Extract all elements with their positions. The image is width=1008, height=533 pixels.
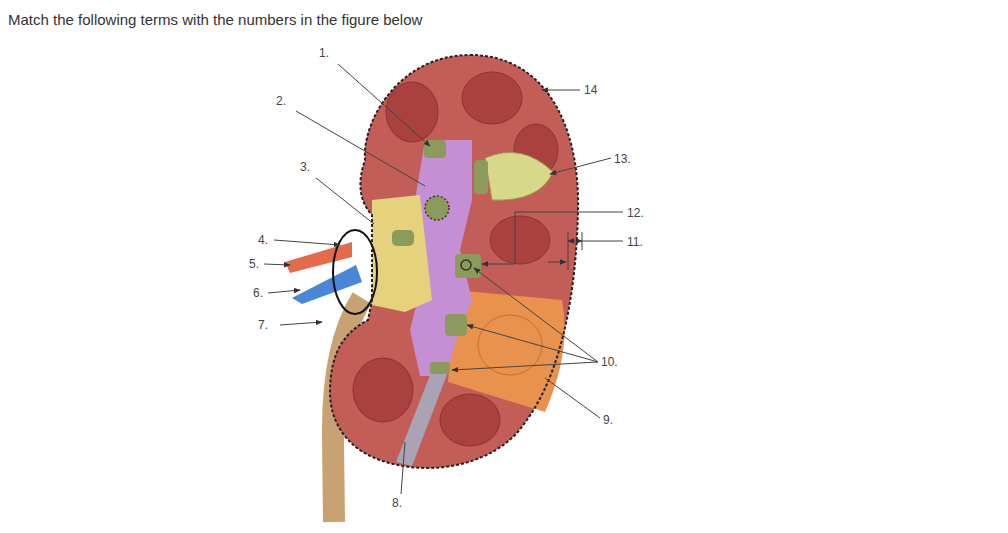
renal-capsule: [330, 55, 578, 468]
renal-sinus: [372, 195, 432, 312]
callout-number: 3.: [300, 160, 310, 174]
callout-number: 1.: [319, 46, 329, 60]
renal-pyramid: [485, 152, 553, 200]
hilum-outline: [333, 230, 377, 314]
callout-number: 13.: [614, 152, 631, 166]
leader-lines: [264, 64, 623, 494]
callout-number: 11.: [627, 235, 643, 249]
callout-number: 12.: [627, 206, 644, 220]
callout-number: 14: [584, 83, 597, 97]
callout-number: 10.: [601, 355, 618, 369]
callout-number: 8.: [392, 496, 402, 510]
renal-artery: [285, 242, 352, 273]
renal-cortex: [330, 55, 578, 468]
question-title: Match the following terms with the numbe…: [8, 11, 422, 28]
callout-number: 4.: [258, 233, 268, 247]
renal-vein: [292, 265, 362, 304]
callout-number: 5.: [249, 257, 259, 271]
vessel-section: [461, 260, 471, 270]
callout-number: 2.: [276, 94, 286, 108]
callout-number: 9.: [603, 413, 613, 427]
callout-number: 7.: [258, 318, 268, 332]
callout-number: 6.: [253, 286, 263, 300]
vessel-section: [425, 196, 449, 220]
